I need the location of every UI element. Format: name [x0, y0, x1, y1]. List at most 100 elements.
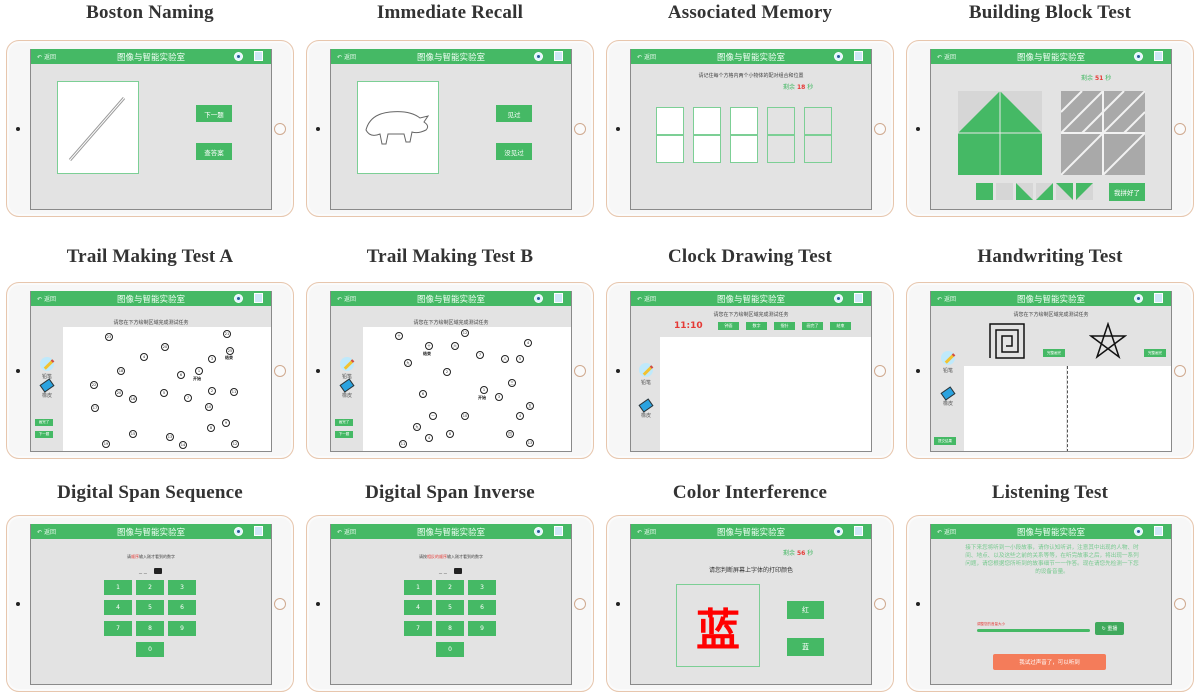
key-5[interactable]: 5 [136, 600, 164, 615]
eraser-tool[interactable]: 橡皮 [334, 378, 360, 399]
memory-card-pliers[interactable] [693, 135, 721, 163]
key-3[interactable]: 3 [168, 580, 196, 595]
user-icon[interactable] [1154, 51, 1163, 61]
key-2[interactable]: 2 [436, 580, 464, 595]
key-6[interactable]: 6 [468, 600, 496, 615]
home-button[interactable] [574, 597, 586, 610]
key-8[interactable]: 8 [136, 621, 164, 636]
user-icon[interactable] [554, 293, 563, 303]
drawing-canvas-left[interactable] [964, 366, 1066, 451]
pencil-tool[interactable]: 铅笔 [935, 351, 961, 374]
key-0[interactable]: 0 [436, 642, 464, 657]
home-button[interactable] [274, 364, 286, 377]
backspace-icon[interactable] [454, 568, 462, 574]
back-button[interactable]: ↶ 返回 [337, 296, 356, 303]
pencil-tool[interactable]: 铅笔 [34, 357, 60, 380]
back-button[interactable]: ↶ 返回 [637, 529, 656, 536]
home-button[interactable] [574, 364, 586, 377]
drawing-canvas[interactable] [660, 337, 871, 451]
confirm-audio-button[interactable]: 我试过声音了，可以听到 [993, 654, 1106, 670]
key-4[interactable]: 4 [104, 600, 132, 615]
user-icon[interactable] [854, 526, 863, 536]
user-icon[interactable] [1154, 293, 1163, 303]
back-button[interactable]: ↶ 返回 [937, 296, 956, 303]
back-button[interactable]: ↶ 返回 [337, 529, 356, 536]
back-button[interactable]: ↶ 返回 [937, 529, 956, 536]
key-9[interactable]: 9 [468, 621, 496, 636]
answer-blue-button[interactable]: 蓝 [787, 638, 824, 656]
key-1[interactable]: 1 [104, 580, 132, 595]
block-triangle-1[interactable] [1016, 183, 1033, 200]
key-9[interactable]: 9 [168, 621, 196, 636]
key-8[interactable]: 8 [436, 621, 464, 636]
back-button[interactable]: ↶ 返回 [37, 296, 56, 303]
home-button[interactable] [1174, 122, 1186, 135]
memory-card-empty[interactable] [767, 135, 795, 163]
home-button[interactable] [1174, 364, 1186, 377]
finished-drawing-button[interactable]: 画完了 [35, 419, 53, 426]
answer-red-button[interactable]: 红 [787, 601, 824, 619]
block-triangle-2[interactable] [1036, 183, 1053, 200]
user-icon[interactable] [254, 51, 263, 61]
eraser-tool[interactable]: 橡皮 [633, 398, 659, 419]
submit-result-button[interactable]: 提交结果 [934, 437, 956, 445]
home-button[interactable] [274, 122, 286, 135]
finished-drawing-button[interactable]: 画完了 [802, 322, 823, 330]
done-assembling-button[interactable]: 我拼好了 [1109, 183, 1145, 201]
memory-card-empty[interactable] [804, 107, 832, 135]
user-icon[interactable] [554, 51, 563, 61]
back-button[interactable]: ↶ 返回 [937, 54, 956, 61]
home-button[interactable] [1174, 597, 1186, 610]
memory-card-empty[interactable] [804, 135, 832, 163]
next-question-button[interactable]: 下一题 [35, 431, 53, 438]
finish-star-button[interactable]: 完整画完 [1144, 349, 1166, 357]
memory-card-hanger[interactable] [730, 107, 758, 135]
back-button[interactable]: ↶ 返回 [637, 296, 656, 303]
back-button[interactable]: ↶ 返回 [637, 54, 656, 61]
memory-card-cactus[interactable] [656, 135, 684, 163]
back-button[interactable]: ↶ 返回 [37, 54, 56, 61]
eraser-tool[interactable]: 橡皮 [34, 378, 60, 399]
home-button[interactable] [874, 597, 886, 610]
numbers-button[interactable]: 数字 [746, 322, 767, 330]
back-button[interactable]: ↶ 返回 [37, 529, 56, 536]
home-button[interactable] [574, 122, 586, 135]
seen-button[interactable]: 见过 [496, 105, 532, 122]
key-6[interactable]: 6 [168, 600, 196, 615]
memory-card-pen[interactable] [693, 107, 721, 135]
next-question-button[interactable]: 下一题 [196, 105, 232, 122]
home-button[interactable] [874, 122, 886, 135]
back-button[interactable]: ↶ 返回 [337, 54, 356, 61]
block-solid-gray[interactable] [996, 183, 1013, 200]
block-triangle-4[interactable] [1076, 183, 1093, 200]
block-solid-green[interactable] [976, 183, 993, 200]
user-icon[interactable] [1154, 526, 1163, 536]
user-icon[interactable] [254, 526, 263, 536]
block-triangle-3[interactable] [1056, 183, 1073, 200]
memory-card-tree[interactable] [656, 107, 684, 135]
assembly-grid[interactable] [1061, 91, 1145, 175]
finish-spiral-button[interactable]: 完整画完 [1043, 349, 1065, 357]
drawing-canvas-right[interactable] [1067, 366, 1171, 451]
home-button[interactable] [874, 364, 886, 377]
key-0[interactable]: 0 [136, 642, 164, 657]
key-5[interactable]: 5 [436, 600, 464, 615]
clock-face-button[interactable]: 钟面 [718, 322, 739, 330]
volume-slider[interactable] [977, 629, 1090, 632]
key-7[interactable]: 7 [104, 621, 132, 636]
user-icon[interactable] [554, 526, 563, 536]
memory-card-broom[interactable] [730, 135, 758, 163]
replay-button[interactable]: ↻ 重播 [1095, 622, 1124, 635]
hands-button[interactable]: 指针 [774, 322, 795, 330]
eraser-tool[interactable]: 橡皮 [935, 386, 961, 407]
not-seen-button[interactable]: 没见过 [496, 143, 532, 160]
user-icon[interactable] [254, 293, 263, 303]
home-button[interactable] [274, 597, 286, 610]
finished-drawing-button[interactable]: 画完了 [335, 419, 353, 426]
memory-card-empty[interactable] [767, 107, 795, 135]
key-3[interactable]: 3 [468, 580, 496, 595]
view-answer-button[interactable]: 查答案 [196, 143, 232, 160]
key-4[interactable]: 4 [404, 600, 432, 615]
